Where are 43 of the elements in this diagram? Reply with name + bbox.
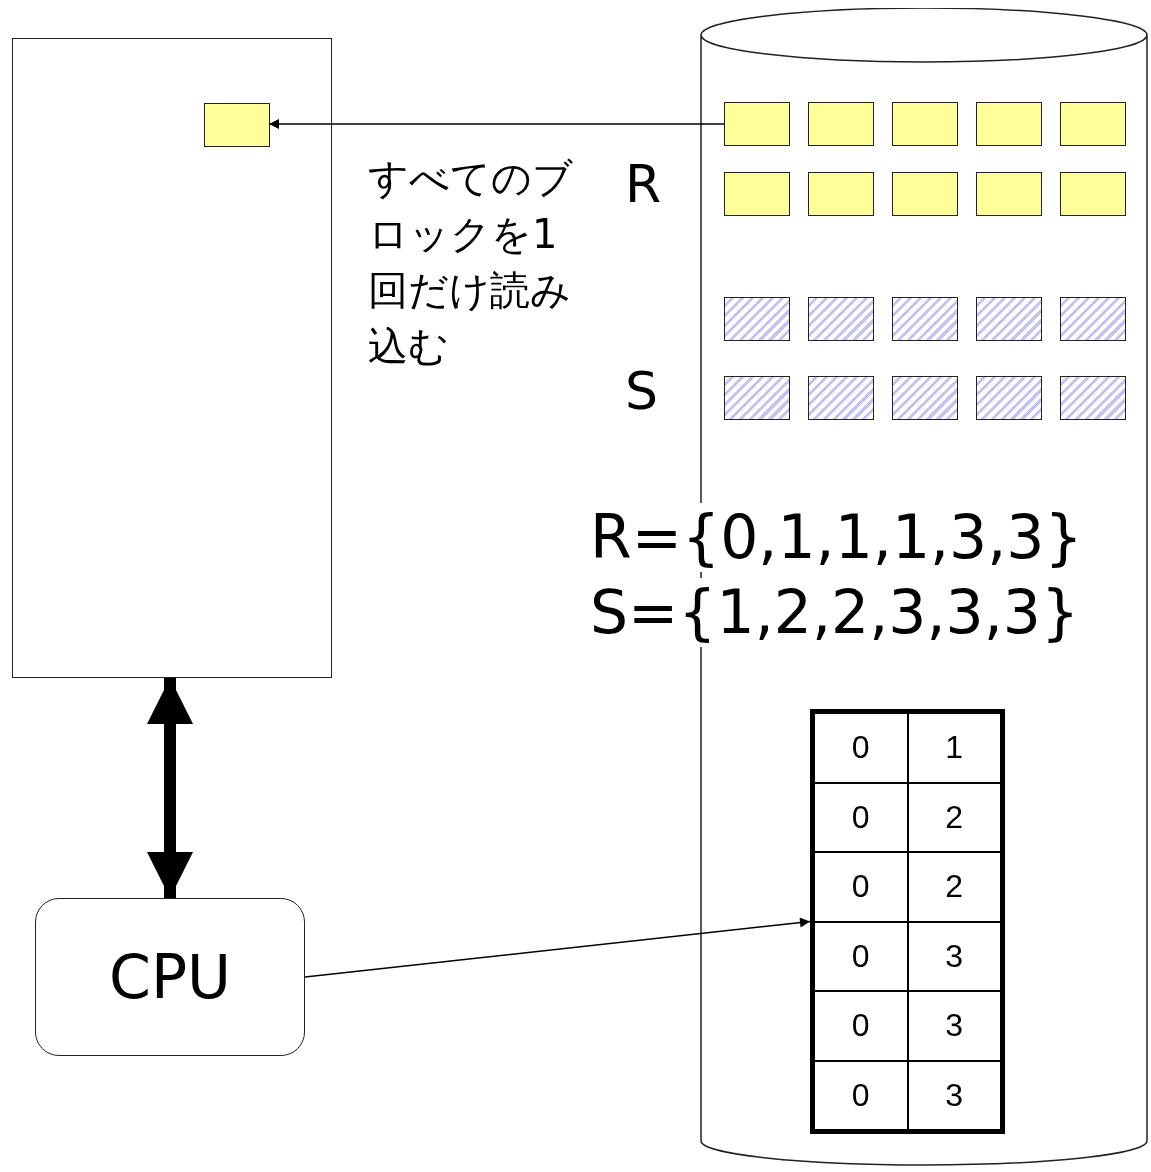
- table-cell: 0: [814, 713, 908, 783]
- hatched-data-block: [808, 297, 874, 341]
- table-cell: 0: [814, 921, 908, 991]
- table-cell: 0: [814, 1060, 908, 1130]
- double-arrow: [147, 678, 193, 898]
- memory-box: [12, 38, 332, 678]
- data-block: [892, 172, 958, 216]
- data-block: [1060, 102, 1126, 146]
- hatched-data-block: [724, 297, 790, 341]
- table-cell: 2: [907, 782, 1001, 852]
- hatched-data-block: [976, 297, 1042, 341]
- relation-name: S: [625, 362, 658, 422]
- hatched-data-block: [892, 376, 958, 420]
- cpu-box: [35, 898, 305, 1056]
- hatched-data-block: [1060, 297, 1126, 341]
- data-block: [1060, 172, 1126, 216]
- table-cell: 3: [907, 1060, 1001, 1130]
- instruction-text: すべてのブロックを1回だけ読み込む: [368, 154, 574, 371]
- data-block: [808, 102, 874, 146]
- result-table: [810, 709, 1005, 1134]
- data-block: [892, 102, 958, 146]
- relation-name: R: [625, 155, 662, 215]
- table-cell: 0: [814, 991, 908, 1061]
- hatched-data-block: [1060, 376, 1126, 420]
- data-block: [976, 172, 1042, 216]
- data-block: [808, 172, 874, 216]
- data-block: [724, 102, 790, 146]
- data-block: [204, 103, 270, 147]
- hatched-data-block: [976, 376, 1042, 420]
- table-cell: 3: [907, 991, 1001, 1061]
- table-cell: 1: [907, 713, 1001, 783]
- table-cell: 0: [814, 782, 908, 852]
- table-cell: 0: [814, 852, 908, 922]
- hatched-data-block: [892, 297, 958, 341]
- arrow: [304, 917, 811, 978]
- hatched-data-block: [808, 376, 874, 420]
- table-cell: 2: [907, 852, 1001, 922]
- data-block: [724, 172, 790, 216]
- arrow: [268, 119, 725, 129]
- cpu-label: CPU: [109, 942, 231, 1012]
- data-block: [976, 102, 1042, 146]
- table-cell: 3: [907, 921, 1001, 991]
- hatched-data-block: [724, 376, 790, 420]
